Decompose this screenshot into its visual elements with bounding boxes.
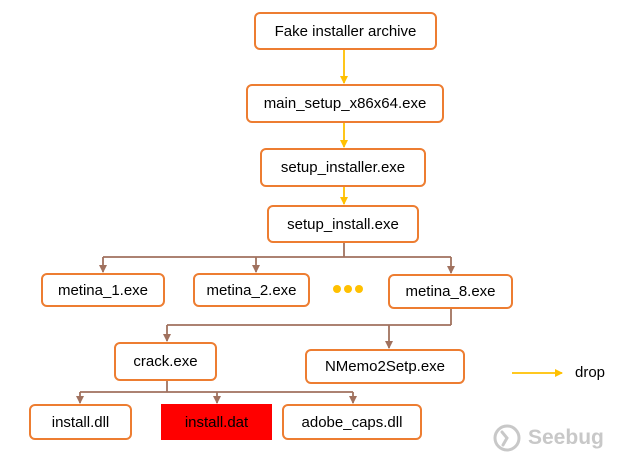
watermark-text: Seebug bbox=[528, 426, 604, 449]
node-metina-8: metina_8.exe bbox=[388, 274, 513, 309]
node-install-dat: install.dat bbox=[161, 404, 272, 440]
node-nmemo2setp: NMemo2Setp.exe bbox=[305, 349, 465, 384]
ellipsis-dot bbox=[344, 285, 352, 293]
node-main-setup: main_setup_x86x64.exe bbox=[246, 84, 444, 123]
seebug-logo-icon bbox=[493, 424, 521, 452]
node-install-dll: install.dll bbox=[29, 404, 132, 440]
node-adobe-caps: adobe_caps.dll bbox=[282, 404, 422, 440]
node-crack: crack.exe bbox=[114, 342, 217, 381]
node-setup-installer: setup_installer.exe bbox=[260, 148, 426, 187]
edge-setup-install-metinas bbox=[99, 243, 455, 274]
edge-metina8-children bbox=[163, 309, 452, 349]
node-metina-1: metina_1.exe bbox=[41, 273, 165, 307]
legend-drop-label: drop bbox=[575, 364, 606, 381]
node-fake-installer-archive: Fake installer archive bbox=[254, 12, 437, 50]
node-setup-install: setup_install.exe bbox=[267, 205, 419, 243]
edge-crack-children bbox=[76, 381, 357, 404]
ellipsis-dot bbox=[355, 285, 363, 293]
node-metina-2: metina_2.exe bbox=[193, 273, 310, 307]
seebug-watermark: Seebug bbox=[492, 420, 604, 456]
ellipsis-dot bbox=[333, 285, 341, 293]
ellipsis-dots bbox=[333, 283, 363, 295]
